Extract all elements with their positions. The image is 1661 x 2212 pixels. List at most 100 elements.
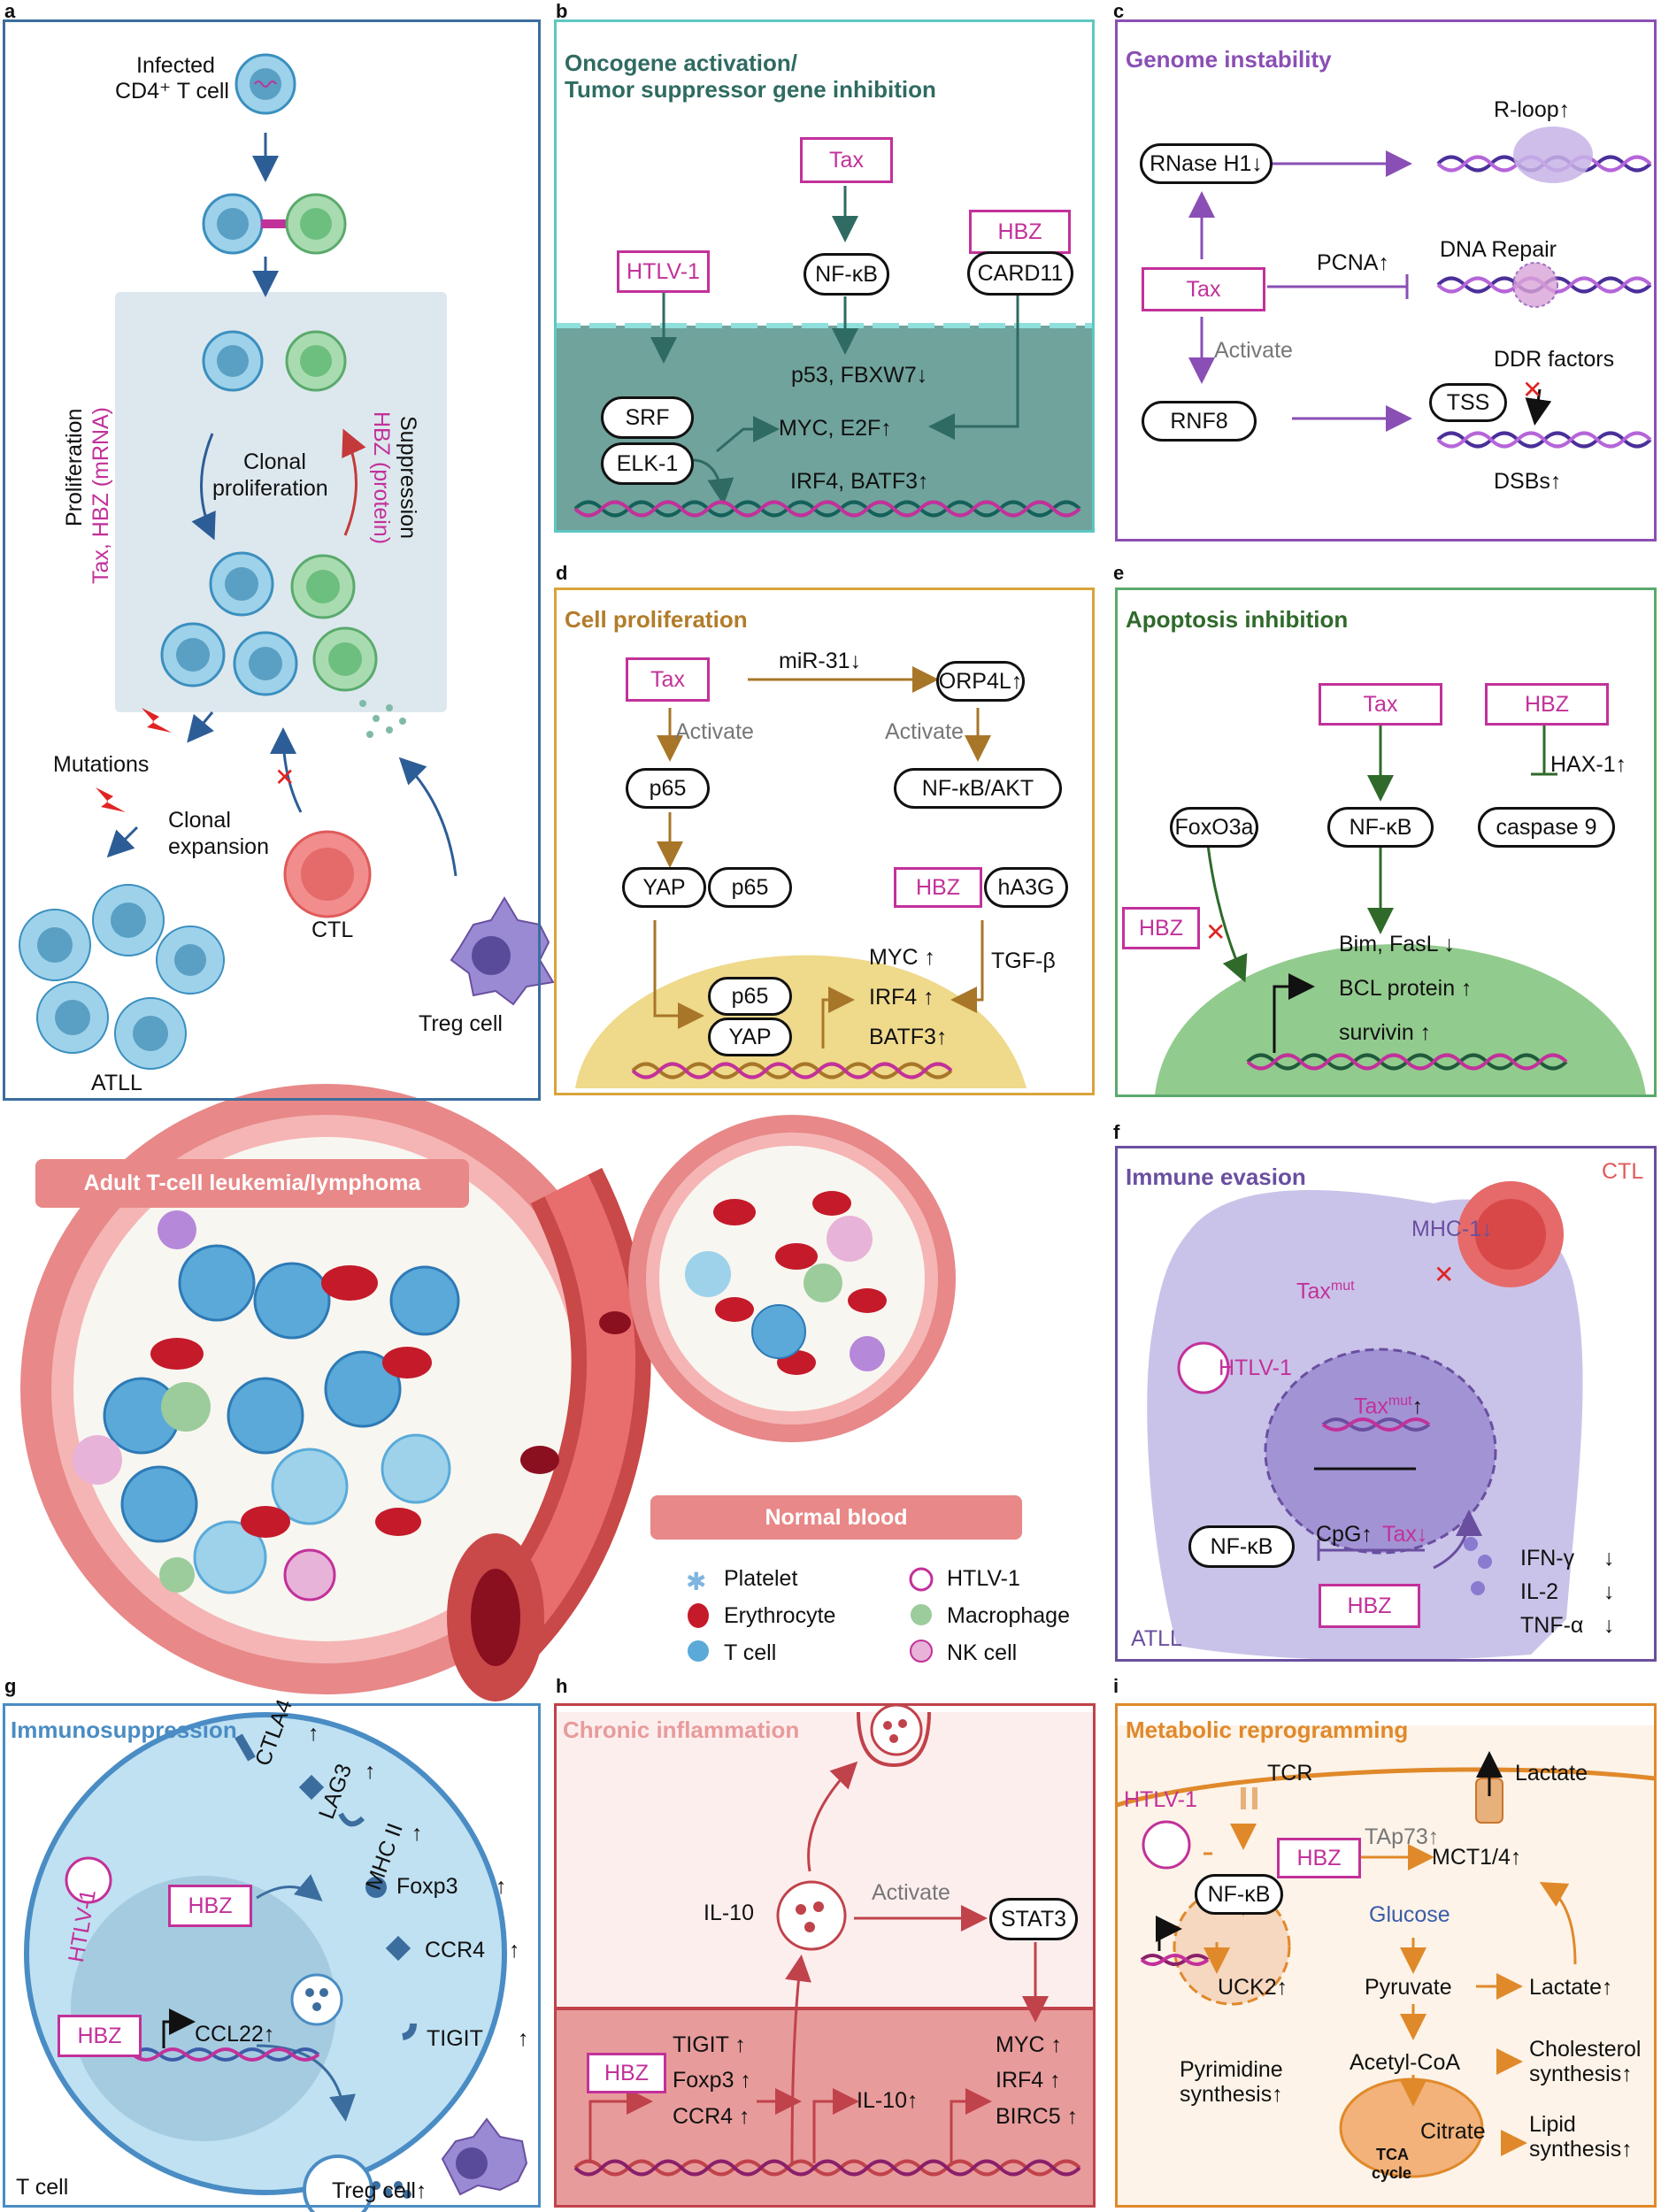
stat3-pill: STAT3 [989, 1898, 1078, 1940]
foxo3a-pill: FoxO3a [1170, 807, 1258, 848]
panel-letter-a: a [4, 0, 16, 22]
panel-letter-f: f [1113, 1121, 1120, 1143]
tax-box-e: Tax [1319, 683, 1442, 726]
nfkb-pill-e: NF-κB [1327, 807, 1434, 848]
rnf8-pill: RNF8 [1142, 401, 1257, 442]
panel-i-title: Metabolic reprogramming [1126, 1717, 1409, 1743]
proliferation-label: proliferation [212, 476, 328, 501]
irf4-label-d: IRF4 ↑ [869, 985, 934, 1010]
hbz-box-h: HBZ [587, 2053, 666, 2093]
mir31-label: miR-31↓ [779, 649, 862, 673]
legend-nk-cell: NK cell [947, 1640, 1018, 1665]
panel-a [3, 19, 541, 1101]
panel-d [554, 588, 1095, 1095]
cd4-label: CD4⁺ T cell [115, 79, 229, 104]
lipid-label-1: Lipid [1529, 2112, 1576, 2137]
activate-label-h: Activate [872, 1880, 950, 1905]
panel-e-graphics: ✕ [1155, 726, 1646, 1095]
infected-label: Infected [136, 53, 215, 78]
activate-label-d1: Activate [675, 719, 754, 744]
mhc1-label: MHC-1↓ [1411, 1217, 1493, 1241]
card11-pill: CARD11 [967, 251, 1073, 296]
panel-c [1115, 19, 1657, 541]
htlv1-label-i: HTLV-1 [1124, 1787, 1197, 1812]
ifn-gamma-label: IFN-γ [1520, 1546, 1575, 1571]
svg-text:✕: ✕ [1434, 1261, 1454, 1288]
ccr4-up: ↑ [509, 1938, 520, 1962]
bcl-protein-label: BCL protein ↑ [1339, 976, 1473, 1001]
panel-b [554, 19, 1095, 533]
p53-label: p53, FBXW7↓ [791, 363, 928, 388]
panel-e-title: Apoptosis inhibition [1126, 606, 1349, 633]
tgfb-label: TGF-β [991, 949, 1056, 973]
atll-banner: Adult T-cell leukemia/lymphoma [35, 1159, 469, 1208]
legend-erythrocyte: Erythrocyte [724, 1603, 836, 1628]
pyrimidine-label-1: Pyrimidine [1180, 2057, 1283, 2082]
p65-pill-b: p65 [708, 867, 792, 908]
ctl-label-f: CTL [1602, 1159, 1644, 1184]
yap-pill-c: YAP [708, 1018, 792, 1056]
acetyl-coa-label: Acetyl-CoA [1350, 2050, 1461, 2075]
cholesterol-label-2: synthesis↑ [1529, 2062, 1633, 2086]
lipid-label-2: synthesis↑ [1529, 2137, 1633, 2162]
tnf-alpha-label: TNF-α [1520, 1613, 1584, 1638]
hbz-box-f: HBZ [1319, 1584, 1420, 1628]
bim-fasl-label: Bim, FasL ↓ [1339, 932, 1456, 956]
glucose-label: Glucose [1369, 1902, 1450, 1927]
irf4-label-h: IRF4 ↑ [996, 2068, 1061, 2093]
irf4-batf3-label: IRF4, BATF3↑ [790, 469, 929, 494]
panel-letter-g: g [4, 1675, 17, 1697]
caspase9-pill: caspase 9 [1478, 807, 1615, 848]
cholesterol-label-1: Cholesterol [1529, 2037, 1642, 2062]
tca-label-2: cycle [1372, 2164, 1412, 2182]
panel-c-title: Genome instability [1126, 46, 1332, 73]
panel-b-title-2: Tumor suppressor gene inhibition [565, 76, 936, 103]
il2-label: IL-2 [1520, 1579, 1559, 1604]
legend-macrophage: Macrophage [947, 1603, 1070, 1628]
pcna-label: PCNA↑ [1317, 250, 1389, 275]
activate-label-d2: Activate [885, 719, 964, 744]
il10-up-label: IL-10↑ [857, 2088, 919, 2113]
tss-pill: TSS [1429, 383, 1507, 422]
tnf-down-arrow: ↓ [1603, 1613, 1615, 1638]
tax-box-c: Tax [1142, 267, 1265, 311]
survivin-label: survivin ↑ [1339, 1020, 1432, 1045]
treg-label: Treg cell [419, 1011, 503, 1036]
panel-letter-d: d [556, 562, 568, 584]
hbz-protein-label: HBZ (protein) [369, 411, 394, 545]
tax-box: Tax [800, 137, 893, 183]
hbz-box: HBZ [969, 210, 1071, 254]
hbz-box-e: HBZ [1485, 683, 1609, 726]
panel-letter-i: i [1113, 1675, 1119, 1697]
panel-h-title: Chronic inflammation [563, 1717, 800, 1743]
panel-d-title: Cell proliferation [565, 606, 748, 633]
rnase-h1-pill: RNase H1↓ [1140, 143, 1273, 184]
ccr4-label-h: CCR4 ↑ [673, 2104, 750, 2129]
mhcii-up: ↑ [411, 1821, 423, 1846]
legend-platelet: Platelet [724, 1566, 798, 1591]
clonal-expansion-label-1: Clonal [168, 808, 231, 833]
ccr4-label-g: CCR4 [425, 1938, 486, 1962]
ccl22-label: CCL22↑ [195, 2022, 275, 2047]
panel-g [3, 1703, 541, 2208]
atll-label-f: ATLL [1131, 1626, 1182, 1651]
taxmut-up-label: Taxmut↑ [1354, 1394, 1424, 1419]
htlv1-label-f: HTLV-1 [1219, 1356, 1292, 1380]
atll-label: ATLL [91, 1071, 142, 1095]
myc-label-d: MYC ↑ [869, 945, 935, 970]
srf-pill: SRF [601, 396, 694, 439]
left-tax-hbz-label: Tax, HBZ (mRNA) [88, 407, 113, 584]
foxp3-label-g: Foxp3 [396, 1874, 458, 1899]
dna-repair-label: DNA Repair [1440, 237, 1557, 262]
svg-text:✕: ✕ [1205, 918, 1226, 946]
panel-i [1115, 1703, 1657, 2208]
panel-letter-e: e [1113, 562, 1125, 584]
htlv1-box: HTLV-1 [617, 250, 710, 293]
suppression-label: Suppression [396, 416, 420, 539]
panel-c-graphics: ✕ [1188, 127, 1652, 449]
pyrimidine-label-2: synthesis↑ [1180, 2082, 1283, 2107]
svg-text:✕: ✕ [1522, 376, 1542, 403]
p65-pill: p65 [626, 768, 710, 809]
elk1-pill: ELK-1 [601, 442, 694, 485]
